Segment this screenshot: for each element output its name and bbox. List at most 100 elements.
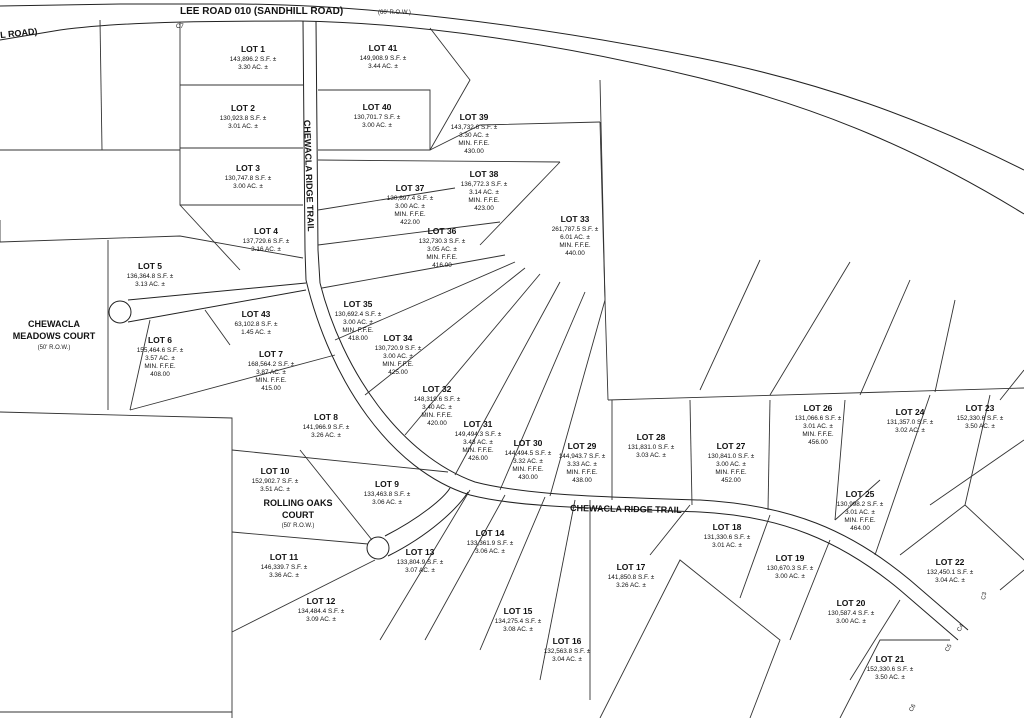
curve-label-c5: C5 — [945, 643, 954, 653]
lot-area-ac: 3.50 AC. ± — [875, 674, 905, 681]
lot-area-sf: 134,275.4 S.F. ± — [495, 618, 542, 625]
lot-area-sf: 149,494.3 S.F. ± — [455, 431, 502, 438]
lot-name: LOT 15 — [504, 606, 533, 616]
lot-name: LOT 13 — [406, 547, 435, 557]
lot-name: LOT 8 — [314, 412, 338, 422]
lot-name: LOT 7 — [259, 349, 283, 359]
lot-name: LOT 12 — [307, 596, 336, 606]
lot-name: LOT 36 — [428, 226, 457, 236]
lot-area-sf: 130,587.4 S.F. ± — [828, 610, 875, 617]
lot-name: LOT 39 — [460, 112, 489, 122]
lot-ffe-label: MIN. F.F.E. — [394, 211, 425, 218]
lot-area-ac: 3.05 AC. ± — [427, 246, 457, 253]
lot-ffe-label: MIN. F.F.E. — [512, 466, 543, 473]
lot-ffe-label: MIN. F.F.E. — [566, 469, 597, 476]
lot-ffe-label: MIN. F.F.E. — [802, 431, 833, 438]
lot-label: LOT 39 143,732.6 S.F. ± 3.30 AC. ± MIN. … — [451, 112, 498, 155]
lot-area-ac: 3.00 AC. ± — [343, 319, 373, 326]
lot-ffe-value: 464.00 — [850, 525, 870, 532]
lot-label: LOT 29 144,943.7 S.F. ± 3.33 AC. ± MIN. … — [559, 441, 606, 484]
lot-label: LOT 1 143,896.2 S.F. ± 3.30 AC. ± — [230, 44, 277, 71]
lot-name: LOT 32 — [423, 384, 452, 394]
lot-area-ac: 3.51 AC. ± — [260, 486, 290, 493]
lot-label: LOT 27 130,841.0 S.F. ± 3.00 AC. ± MIN. … — [708, 441, 755, 484]
lot-ffe-value: 438.00 — [572, 477, 592, 484]
lot-label: LOT 28 131,831.0 S.F. ± 3.03 AC. ± — [628, 432, 675, 459]
lot-area-sf: 133,463.8 S.F. ± — [364, 491, 411, 498]
lot-area-sf: 133,361.9 S.F. ± — [467, 540, 514, 547]
lot-name: LOT 34 — [384, 333, 413, 343]
lot-area-ac: 3.04 AC. ± — [935, 577, 965, 584]
curve-label-c6: C6 — [909, 703, 918, 713]
lee-road-label: LEE ROAD 010 (SANDHILL ROAD) — [180, 6, 343, 17]
lot-ffe-label: MIN. F.F.E. — [844, 517, 875, 524]
lot-ffe-label: MIN. F.F.E. — [426, 254, 457, 261]
lot-area-ac: 3.26 AC. ± — [616, 582, 646, 589]
lot-area-ac: 3.00 AC. ± — [716, 461, 746, 468]
lee-road-row-label: (60' R.O.W.) — [378, 10, 411, 16]
lot-name: LOT 18 — [713, 522, 742, 532]
lot-area-ac: 3.04 AC. ± — [552, 656, 582, 663]
lot-area-sf: 130,841.0 S.F. ± — [708, 453, 755, 460]
lot-name: LOT 27 — [717, 441, 746, 451]
lot-ffe-label: MIN. F.F.E. — [382, 361, 413, 368]
lot-area-ac: 3.00 AC. ± — [775, 573, 805, 580]
lot-ffe-value: 416.00 — [432, 262, 452, 269]
lot-ffe-label: MIN. F.F.E. — [458, 140, 489, 147]
lot-label: LOT 3 130,747.8 S.F. ± 3.00 AC. ± — [225, 163, 272, 190]
lot-area-ac: 3.43 AC. ± — [463, 439, 493, 446]
lot-label: LOT 4 137,729.6 S.F. ± 3.16 AC. ± — [243, 226, 290, 253]
lot-area-sf: 168,564.2 S.F. ± — [248, 361, 295, 368]
lot-area-sf: 152,330.6 S.F. ± — [957, 415, 1004, 422]
lot-area-sf: 63,102.8 S.F. ± — [235, 321, 278, 328]
lot-name: LOT 41 — [369, 43, 398, 53]
lot-name: LOT 9 — [375, 479, 399, 489]
lot-name: LOT 29 — [568, 441, 597, 451]
lot-area-sf: 137,729.6 S.F. ± — [243, 238, 290, 245]
lot-name: LOT 17 — [617, 562, 646, 572]
lot-area-ac: 3.14 AC. ± — [469, 189, 499, 196]
lot-area-ac: 3.02 AC. ± — [895, 427, 925, 434]
curve-label-c4: C4 — [957, 623, 966, 633]
lot-ffe-value: 426.00 — [468, 455, 488, 462]
lot-lines — [0, 19, 1024, 718]
lot-label: LOT 31 149,494.3 S.F. ± 3.43 AC. ± MIN. … — [455, 419, 502, 462]
lot-ffe-value: 440.00 — [565, 250, 585, 257]
lot-area-sf: 148,319.6 S.F. ± — [414, 396, 461, 403]
lot-label: LOT 20 130,587.4 S.F. ± 3.00 AC. ± — [828, 598, 875, 625]
lot-area-ac: 3.32 AC. ± — [513, 458, 543, 465]
lot-area-ac: 3.07 AC. ± — [405, 567, 435, 574]
rolling-oaks-label-2: COURT — [282, 510, 314, 520]
lot-area-sf: 141,966.9 S.F. ± — [303, 424, 350, 431]
lot-label: LOT 8 141,966.9 S.F. ± 3.26 AC. ± — [303, 412, 350, 439]
lot-area-sf: 131,066.6 S.F. ± — [795, 415, 842, 422]
lot-name: LOT 33 — [561, 214, 590, 224]
lot-area-ac: 3.44 AC. ± — [368, 63, 398, 70]
lot-label: LOT 13 133,804.9 S.F. ± 3.07 AC. ± — [397, 547, 444, 574]
lot-area-sf: 130,720.9 S.F. ± — [375, 345, 422, 352]
lot-ffe-value: 418.00 — [348, 335, 368, 342]
lot-name: LOT 43 — [242, 309, 271, 319]
lot-area-sf: 143,732.6 S.F. ± — [451, 124, 498, 131]
lot-area-ac: 3.00 AC. ± — [362, 122, 392, 129]
lot-name: LOT 3 — [236, 163, 260, 173]
lot-label: LOT 14 133,361.9 S.F. ± 3.06 AC. ± — [467, 528, 514, 555]
curve-label-c3: C3 — [981, 591, 988, 600]
lot-area-sf: 131,357.0 S.F. ± — [887, 419, 934, 426]
lot-area-sf: 132,450.1 S.F. ± — [927, 569, 974, 576]
lot-ffe-value: 425.00 — [388, 369, 408, 376]
lot-label: LOT 26 131,066.6 S.F. ± 3.01 AC. ± MIN. … — [795, 403, 842, 446]
lot-ffe-label: MIN. F.F.E. — [559, 242, 590, 249]
lot-ffe-label: MIN. F.F.E. — [468, 197, 499, 204]
lot-area-ac: 3.01 AC. ± — [845, 509, 875, 516]
lot-label: LOT 15 134,275.4 S.F. ± 3.08 AC. ± — [495, 606, 542, 633]
lot-name: LOT 37 — [396, 183, 425, 193]
lot-area-sf: 130,923.8 S.F. ± — [220, 115, 267, 122]
lot-name: LOT 24 — [896, 407, 925, 417]
lot-label: LOT 33 261,787.5 S.F. ± 6.01 AC. ± MIN. … — [552, 214, 599, 257]
lot-area-ac: 3.01 AC. ± — [712, 542, 742, 549]
lot-name: LOT 30 — [514, 438, 543, 448]
lot-label: LOT 17 141,850.8 S.F. ± 3.26 AC. ± — [608, 562, 655, 589]
meadows-court-row: (50' R.O.W.) — [38, 345, 71, 351]
